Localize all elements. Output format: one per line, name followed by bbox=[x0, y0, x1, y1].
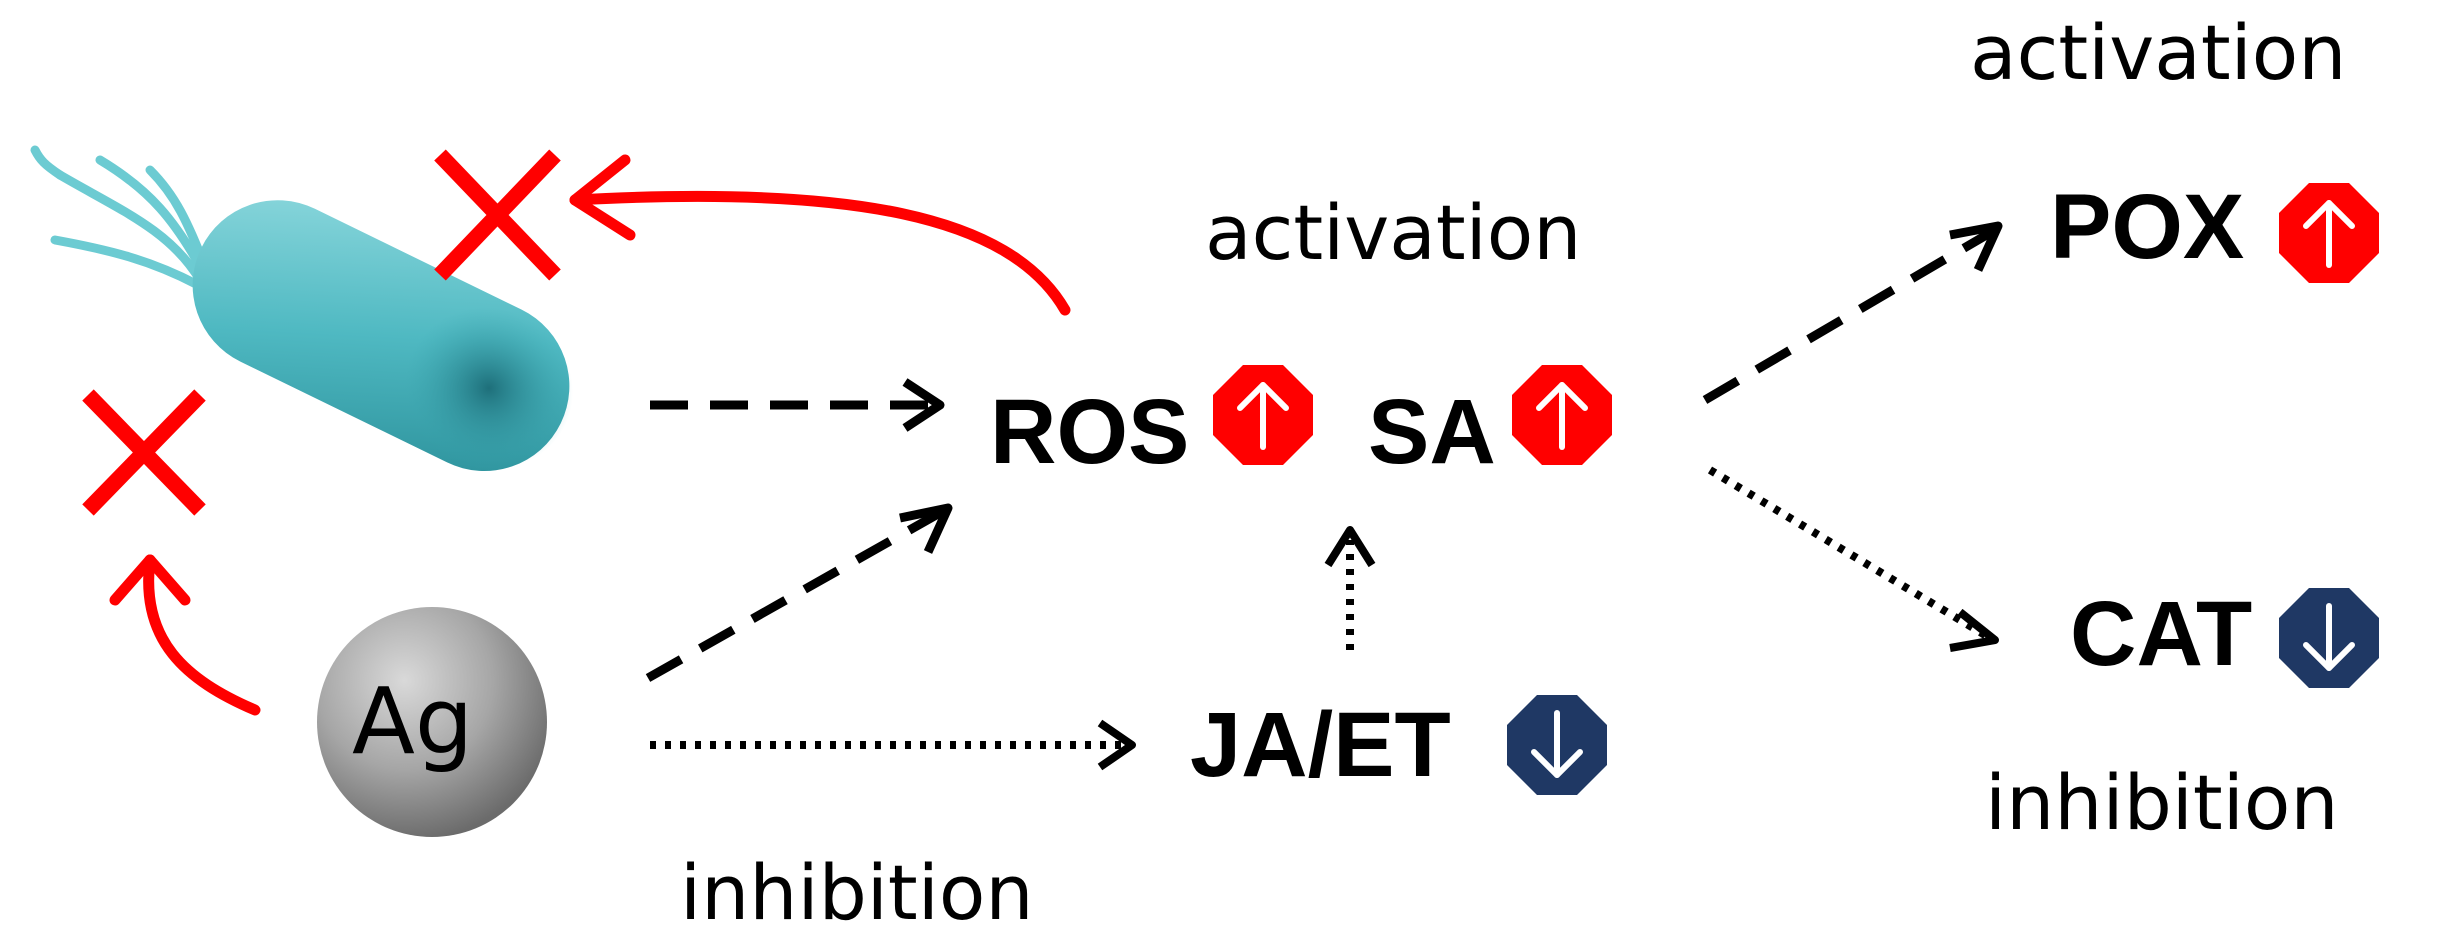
up-arrow-icon bbox=[1512, 365, 1612, 465]
dotted-arrow bbox=[1707, 466, 1999, 652]
dashed-arrow bbox=[650, 378, 945, 432]
sa-label: SA bbox=[1368, 381, 1496, 483]
activation-label: activation bbox=[1205, 188, 1582, 277]
down-arrow-icon bbox=[2279, 588, 2379, 688]
pox-label: POX bbox=[2050, 176, 2245, 278]
activation-label: activation bbox=[1970, 8, 2347, 97]
up-arrow-icon bbox=[1213, 365, 1313, 465]
cat-label: CAT bbox=[2070, 583, 2253, 685]
down-arrow-icon bbox=[1507, 695, 1607, 795]
bacterium-illustration bbox=[30, 145, 573, 472]
up-arrow-icon bbox=[2279, 183, 2379, 283]
block-x-icon bbox=[434, 149, 561, 281]
dotted-arrow bbox=[650, 719, 1136, 771]
ros-label: ROS bbox=[990, 381, 1190, 483]
red-curved-arrow bbox=[109, 554, 261, 716]
dashed-arrow bbox=[645, 503, 953, 682]
inhibition-label: inhibition bbox=[1985, 758, 2339, 847]
block-x-icon bbox=[82, 389, 206, 516]
red-curved-arrow bbox=[569, 154, 1071, 316]
inhibition-label: inhibition bbox=[680, 848, 1034, 937]
dashed-arrow bbox=[1702, 221, 2003, 404]
ag-label: Ag bbox=[352, 668, 474, 775]
silver-nanoparticle bbox=[317, 607, 547, 837]
ja-et-label: JA/ET bbox=[1190, 694, 1451, 796]
dotted-arrow bbox=[1324, 526, 1376, 650]
